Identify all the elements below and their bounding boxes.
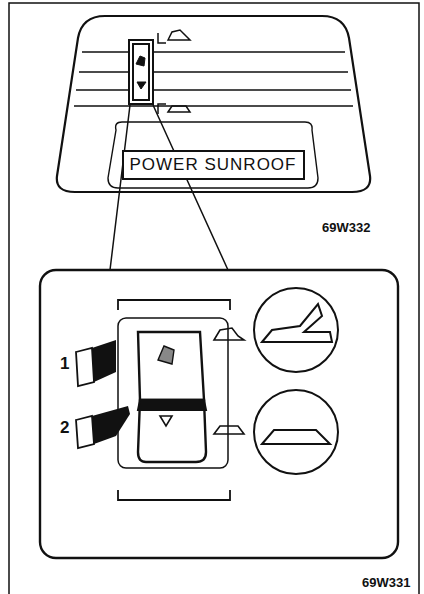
press-arrow-2-side — [76, 416, 94, 448]
detail-roof-icons — [214, 328, 244, 434]
tilt-roof-icon — [262, 304, 332, 342]
detail-rocker-edge — [138, 400, 206, 410]
roof-icons — [168, 30, 190, 112]
closed-roof-icon — [262, 430, 330, 444]
press-arrow-1-side — [76, 348, 94, 386]
console-outline — [57, 16, 370, 192]
tilt-mark — [158, 346, 174, 364]
switch-knob — [133, 44, 149, 100]
switch-brackets — [158, 33, 166, 114]
console-ribs — [74, 52, 353, 106]
leader-lines — [110, 105, 228, 270]
switch-bezel — [129, 40, 153, 104]
switch-marks — [136, 56, 146, 89]
press-arrow-1 — [92, 340, 116, 382]
press-arrow-2 — [92, 406, 130, 444]
console-lower-panel — [108, 122, 318, 188]
figure-code: 69W331 — [362, 575, 410, 590]
tilt-circle — [254, 288, 338, 372]
callout-number: 2 — [60, 418, 69, 438]
close-circle — [254, 390, 338, 474]
label-box: POWER SUNROOF — [122, 150, 305, 180]
figure-code: 69W332 — [322, 220, 370, 235]
panel-label: POWER SUNROOF — [130, 155, 297, 175]
frame — [9, 3, 419, 594]
detail-rocker-top — [138, 332, 204, 400]
detail-bezel — [118, 318, 228, 468]
slide-mark — [160, 416, 172, 426]
detail-rocker-bottom — [138, 400, 206, 462]
detail-brackets — [118, 300, 230, 500]
callout-number: 1 — [60, 354, 69, 374]
detail-frame — [40, 270, 398, 558]
